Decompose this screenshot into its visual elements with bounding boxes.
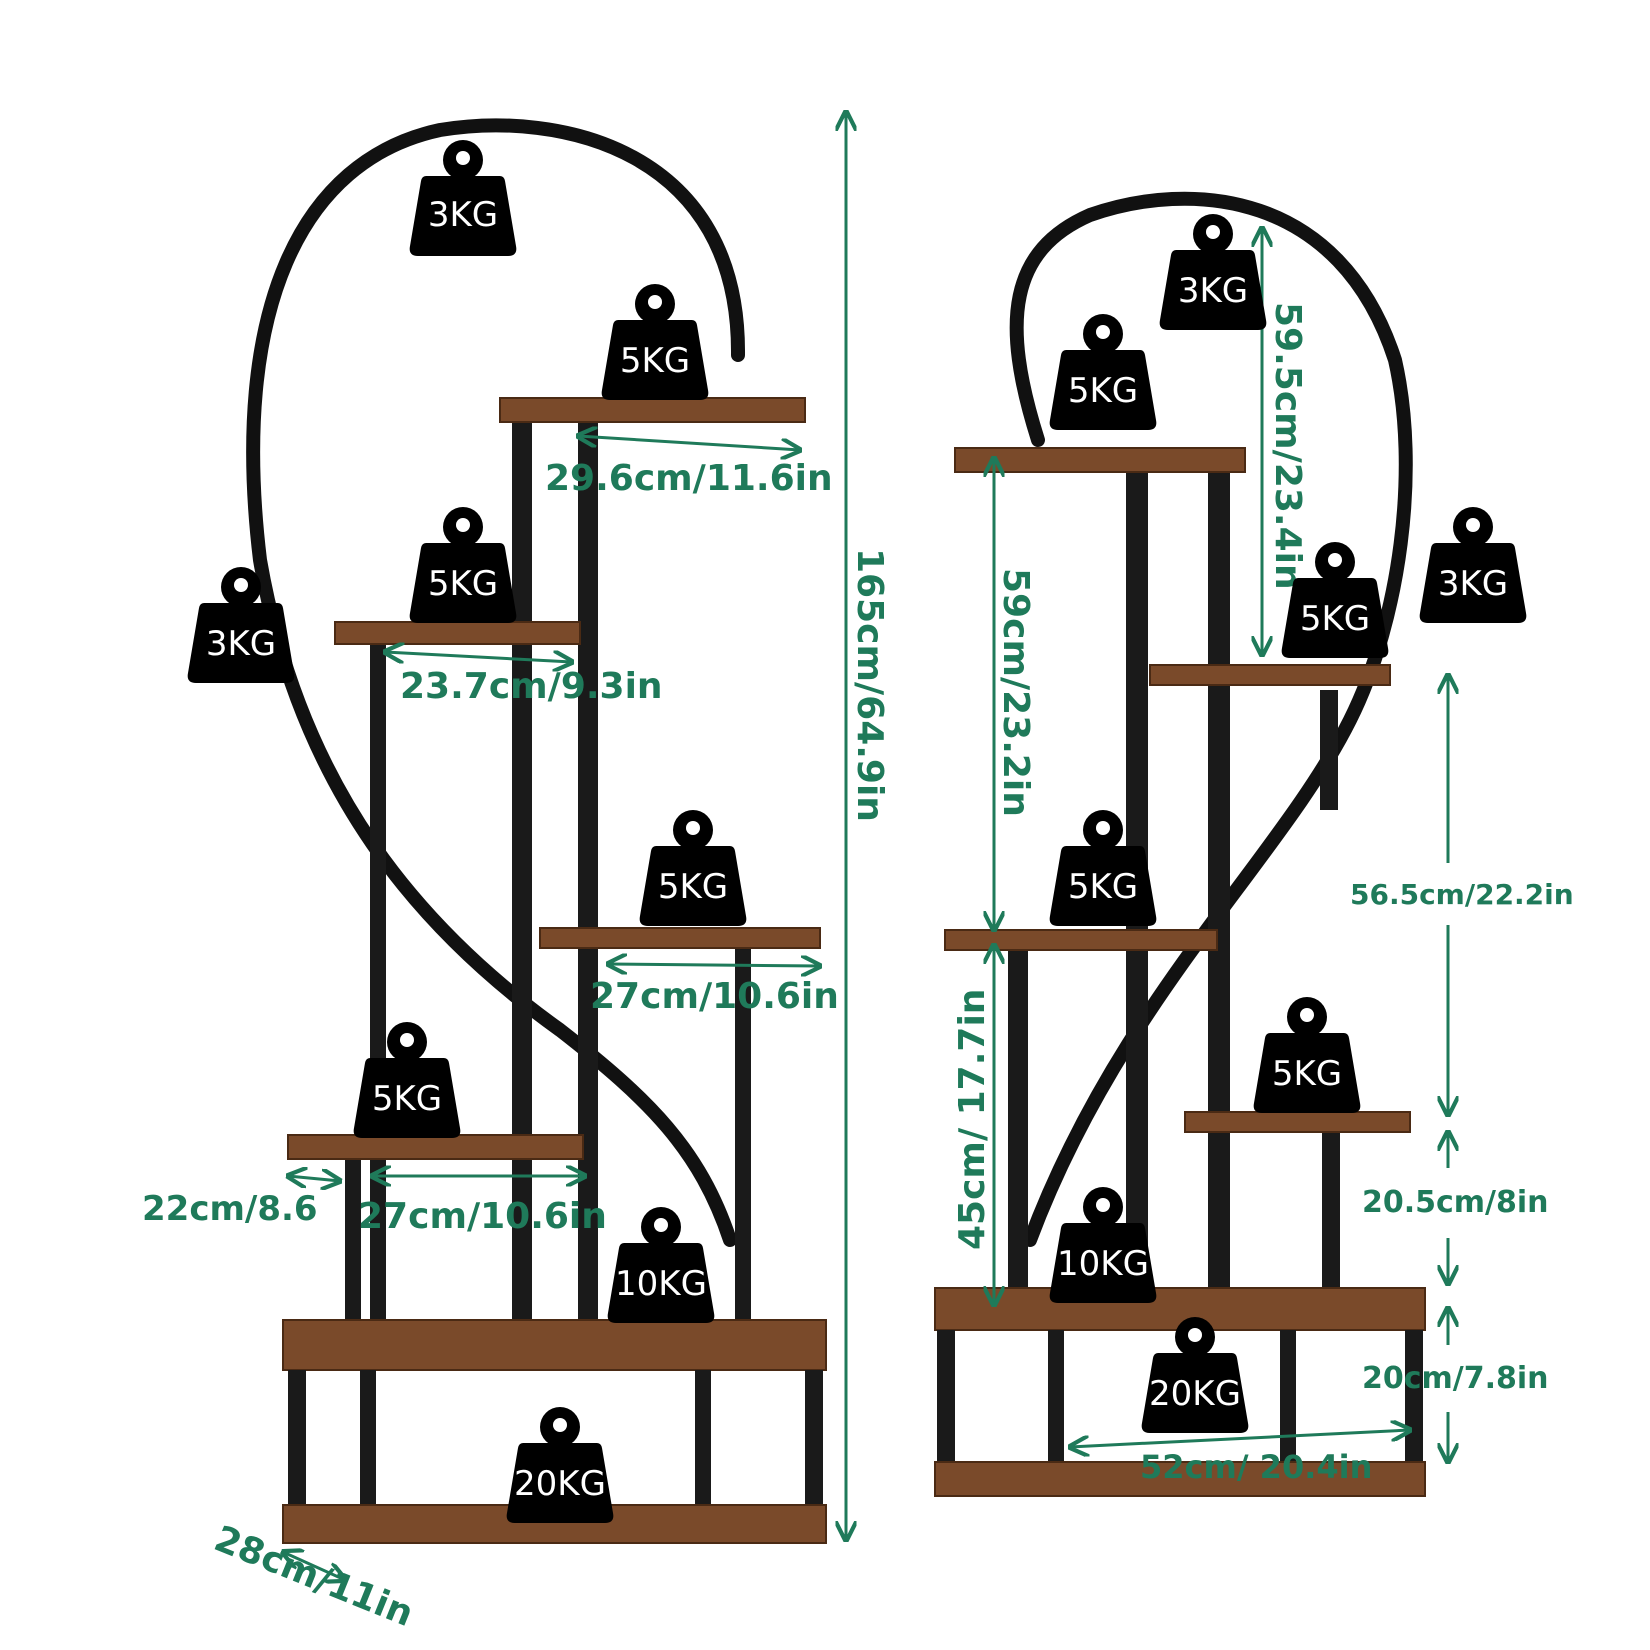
left-third-width-line <box>608 964 820 966</box>
right-base-width-label: 52cm/ 20.4in <box>1140 1448 1372 1486</box>
right-shelf-middle <box>944 929 1218 951</box>
right-base-leg <box>1280 1330 1296 1465</box>
svg-text:5KG: 5KG <box>1068 371 1138 411</box>
svg-text:5KG: 5KG <box>428 564 498 604</box>
left-top-width-line <box>578 436 800 450</box>
left-second-width-label: 23.7cm/9.3in <box>400 666 663 707</box>
svg-text:5KG: 5KG <box>1068 867 1138 907</box>
right-shelf-side-lower <box>1184 1111 1411 1133</box>
right-shelf-top <box>954 447 1246 473</box>
svg-text:3KG: 3KG <box>1438 564 1508 604</box>
weight-tag: 5KG <box>1253 997 1361 1113</box>
left-second-width-line <box>385 652 572 662</box>
left-shelf-fourth <box>287 1134 584 1160</box>
svg-text:20KG: 20KG <box>514 1464 606 1504</box>
weight-tag: 10KG <box>607 1207 715 1323</box>
left-shelf-top <box>499 397 806 423</box>
right-stand <box>934 191 1426 1497</box>
right-post <box>1008 945 1028 1300</box>
right-base-leg <box>1048 1330 1064 1465</box>
svg-text:3KG: 3KG <box>206 624 276 664</box>
left-base-top <box>282 1319 827 1371</box>
right-arch-height-label: 59.5cm/23.4in <box>1267 302 1308 590</box>
weight-tag: 5KG <box>1049 314 1157 430</box>
weight-tag: 20KG <box>1141 1317 1249 1433</box>
right-weight-tags: 3KG 5KG 3KG 5KG 5KG 5KG 10KG 20KG <box>1049 214 1527 1433</box>
svg-text:5KG: 5KG <box>620 341 690 381</box>
left-base-leg <box>288 1370 306 1510</box>
weight-tag: 5KG <box>353 1022 461 1138</box>
weight-tag: 3KG <box>409 140 517 256</box>
right-base-top <box>934 1287 1426 1331</box>
left-top-width-label: 29.6cm/11.6in <box>545 458 833 499</box>
left-height-label: 165cm/64.9in <box>849 548 890 822</box>
left-base-leg <box>695 1370 711 1510</box>
svg-text:20KG: 20KG <box>1149 1374 1241 1414</box>
left-third-width-label: 27cm/10.6in <box>590 976 839 1017</box>
right-post <box>1208 460 1230 1300</box>
left-fourth-depth-label: 22cm/8.6 <box>142 1189 318 1229</box>
weight-tag: 3KG <box>1419 507 1527 623</box>
left-base-leg <box>805 1370 823 1510</box>
right-post <box>1320 690 1338 810</box>
left-depth-line <box>283 1552 345 1580</box>
right-small-gap-label: 20.5cm/8in <box>1362 1185 1549 1220</box>
svg-text:3KG: 3KG <box>1178 271 1248 311</box>
right-upper-gap-label: 59cm/23.2in <box>995 568 1036 817</box>
weight-tag: 10KG <box>1049 1187 1157 1303</box>
dimension-labels: 165cm/64.9in 29.6cm/11.6in 23.7cm/9.3in … <box>142 302 1574 1635</box>
weight-tag: 5KG <box>1281 542 1389 658</box>
svg-text:10KG: 10KG <box>1057 1244 1149 1284</box>
weight-tag: 5KG <box>601 284 709 400</box>
weight-tag: 5KG <box>409 507 517 623</box>
svg-text:5KG: 5KG <box>1300 599 1370 639</box>
right-base-height-label: 20cm/7.8in <box>1362 1361 1549 1396</box>
svg-text:5KG: 5KG <box>372 1079 442 1119</box>
right-base-leg <box>1405 1330 1423 1465</box>
left-shelf-second <box>334 621 581 645</box>
weight-tag: 3KG <box>1159 214 1267 330</box>
svg-text:3KG: 3KG <box>428 195 498 235</box>
left-post <box>735 935 751 1320</box>
svg-text:5KG: 5KG <box>1272 1054 1342 1094</box>
weight-tag: 5KG <box>639 810 747 926</box>
right-post <box>1322 1130 1340 1300</box>
left-stand <box>246 118 827 1544</box>
left-shelf-third <box>539 927 821 949</box>
weight-tag: 5KG <box>1049 810 1157 926</box>
right-side-gap-label: 56.5cm/22.2in <box>1350 878 1574 911</box>
right-base-width-line <box>1070 1430 1410 1447</box>
right-base-bottom <box>934 1461 1426 1497</box>
left-base-leg <box>360 1370 376 1510</box>
svg-text:10KG: 10KG <box>615 1264 707 1304</box>
left-post <box>512 420 532 1320</box>
left-weight-tags: 3KG 5KG 5KG 3KG 5KG 5KG 10KG 20KG <box>187 140 747 1523</box>
weight-tag: 3KG <box>187 567 295 683</box>
right-base-leg <box>937 1330 955 1465</box>
right-lower-gap-label: 45cm/ 17.7in <box>952 989 993 1250</box>
left-post <box>345 1150 361 1320</box>
left-fourth-width-label: 27cm/10.6in <box>358 1196 607 1237</box>
weight-tag: 20KG <box>506 1407 614 1523</box>
svg-text:5KG: 5KG <box>658 867 728 907</box>
left-post <box>578 405 598 1320</box>
right-shelf-side-upper <box>1149 664 1391 686</box>
left-fourth-depth-line <box>288 1176 340 1181</box>
